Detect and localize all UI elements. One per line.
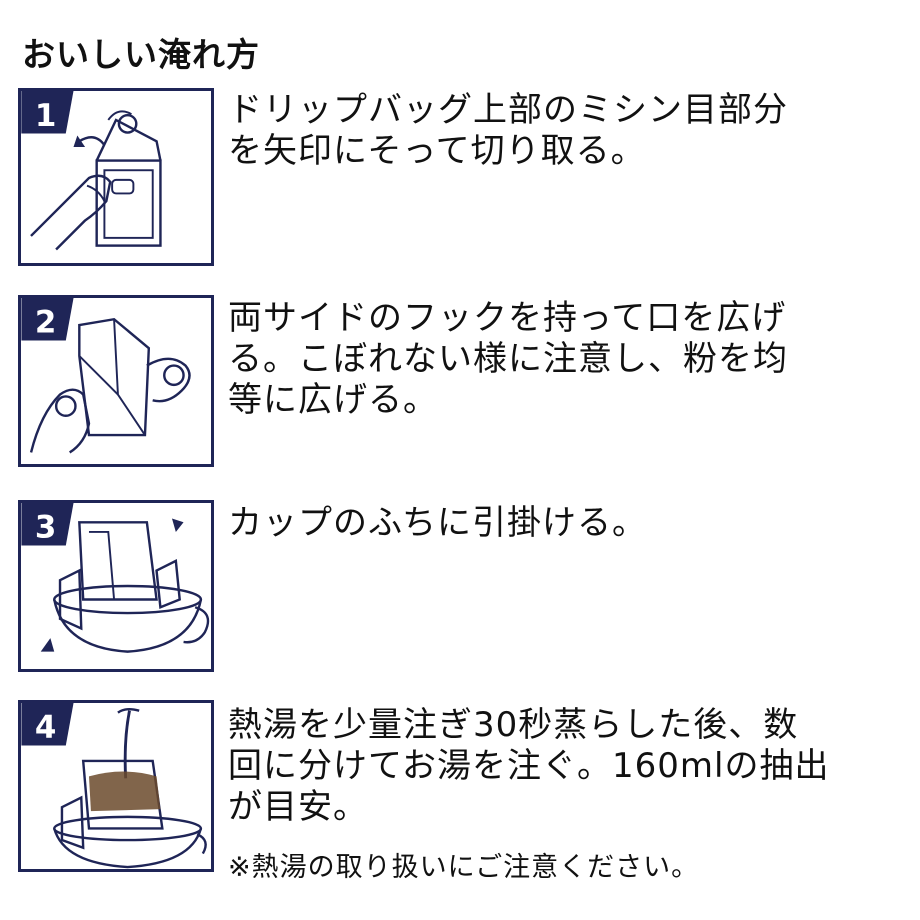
step-4-line-3: が目安。: [228, 787, 368, 827]
step-3-illustration: 3: [18, 500, 214, 672]
tear-drip-bag-illustration: 1: [21, 91, 162, 251]
step-4-text: 熱湯を少量注ぎ30秒蒸らした後、数 回に分けてお湯を注ぐ。160mlの抽出 が目…: [228, 705, 898, 828]
hang-on-cup-illustration: 3: [21, 503, 210, 653]
step-4-line-2: 回に分けてお湯を注ぐ。160mlの抽出: [228, 746, 830, 786]
step-2-line-2: る。こぼれない様に注意し、粉を均: [228, 339, 788, 379]
step-number-2: 2: [35, 305, 56, 341]
step-1-line-2: を矢印にそって切り取る。: [228, 131, 646, 171]
step-2-illustration: 2: [18, 295, 214, 467]
step-number-4: 4: [35, 710, 56, 746]
step-3-line-1: カップのふちに引掛ける。: [228, 503, 647, 543]
step-4-illustration: 4: [18, 700, 214, 872]
caution-note: ※熱湯の取り扱いにご注意ください。: [228, 852, 700, 883]
pour-hot-water-illustration: 4: [21, 703, 207, 869]
open-drip-bag-illustration: 2: [21, 298, 191, 454]
step-2-text: 両サイドのフックを持って口を広げ る。こぼれない様に注意し、粉を均 等に広げる。: [228, 298, 898, 421]
step-1-text: ドリップバッグ上部のミシン目部分 を矢印にそって切り取る。: [228, 90, 898, 172]
step-number-3: 3: [35, 510, 56, 546]
step-4-line-1: 熱湯を少量注ぎ30秒蒸らした後、数: [228, 705, 799, 745]
step-1-illustration: 1: [18, 88, 214, 266]
step-3-text: カップのふちに引掛ける。: [228, 503, 898, 544]
page-title: おいしい淹れ方: [22, 35, 260, 74]
step-number-1: 1: [35, 98, 57, 134]
step-2-line-1: 両サイドのフックを持って口を広げ: [228, 298, 787, 338]
step-1-line-1: ドリップバッグ上部のミシン目部分: [228, 90, 788, 130]
step-2-line-3: 等に広げる。: [228, 380, 438, 420]
